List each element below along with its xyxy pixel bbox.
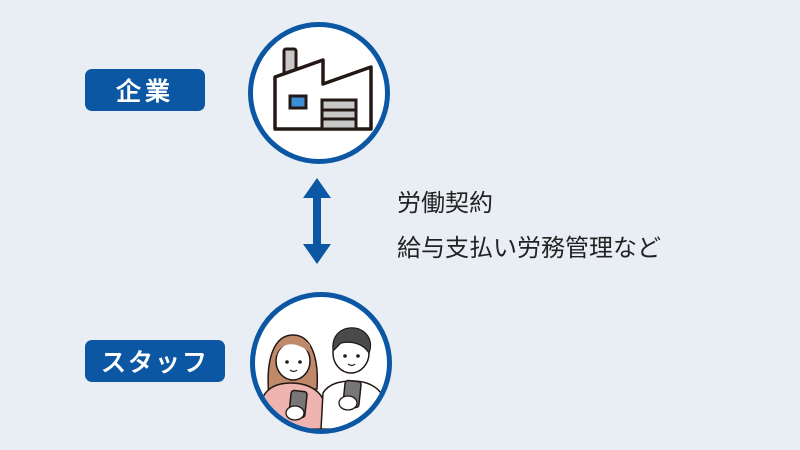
people-with-phones-icon: [258, 327, 387, 429]
company-label: 企業: [85, 69, 205, 111]
staff-label: スタッフ: [85, 340, 225, 382]
staff-circle: [250, 292, 392, 434]
relation-line-2: 給与支払い労務管理など: [397, 234, 661, 262]
factory-icon: [273, 47, 373, 131]
double-arrow-icon: [303, 178, 331, 264]
relation-line-1: 労働契約: [397, 189, 493, 217]
company-circle: [248, 22, 390, 164]
